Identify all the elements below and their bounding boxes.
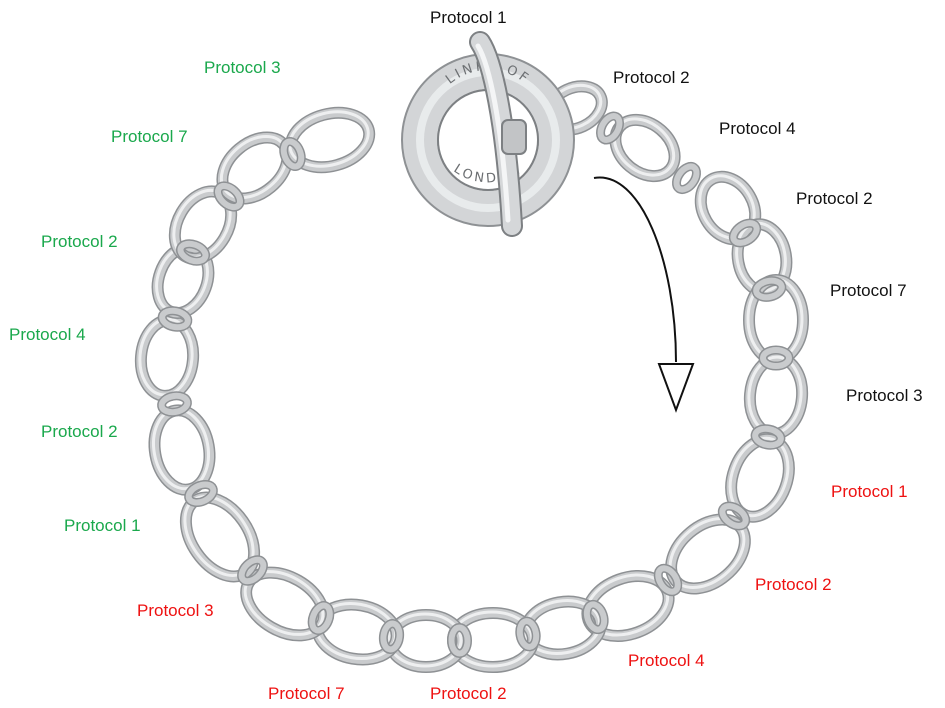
curved-arrow-icon [594, 178, 693, 410]
protocol-label: Protocol 3 [137, 601, 214, 621]
protocol-label: Protocol 2 [430, 684, 507, 704]
protocol-label: Protocol 2 [613, 68, 690, 88]
protocol-label: Protocol 4 [628, 651, 705, 671]
protocol-label: Protocol 2 [755, 575, 832, 595]
protocol-label: Protocol 2 [41, 232, 118, 252]
chain-connector [160, 394, 188, 414]
protocol-label: Protocol 4 [719, 119, 796, 139]
protocol-label: Protocol 3 [846, 386, 923, 406]
protocol-label: Protocol 1 [430, 8, 507, 28]
protocol-label: Protocol 7 [111, 127, 188, 147]
protocol-label: Protocol 7 [268, 684, 345, 704]
protocol-label: Protocol 7 [830, 281, 907, 301]
protocol-label: Protocol 3 [204, 58, 281, 78]
protocol-label: Protocol 2 [41, 422, 118, 442]
protocol-label: Protocol 1 [64, 516, 141, 536]
protocol-label: Protocol 1 [831, 482, 908, 502]
protocol-label: Protocol 2 [796, 189, 873, 209]
protocol-label: Protocol 4 [9, 325, 86, 345]
